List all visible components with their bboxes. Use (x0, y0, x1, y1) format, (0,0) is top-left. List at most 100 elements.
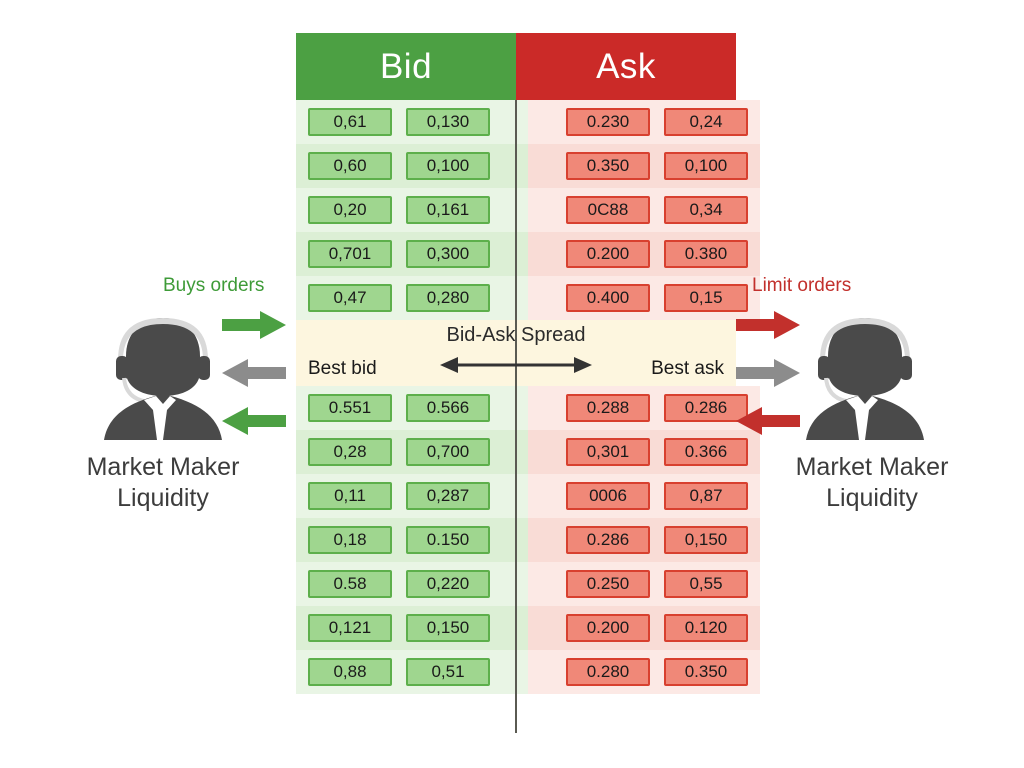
table-row: 0,88 0,51 0.280 0.350 (296, 650, 760, 694)
ask-cell[interactable]: 0,15 (664, 284, 748, 312)
ask-cell[interactable]: 0.286 (566, 526, 650, 554)
bid-row-cells: 0,61 0,130 (296, 100, 528, 144)
table-row: 0.58 0,220 0.250 0,55 (296, 562, 760, 606)
ask-cell[interactable]: 0.230 (566, 108, 650, 136)
ask-row-cells: 0C88 0,34 (528, 188, 760, 232)
ask-cell[interactable]: 0.286 (664, 394, 748, 422)
ask-cell[interactable]: 0,100 (664, 152, 748, 180)
ask-cell[interactable]: 0.350 (664, 658, 748, 686)
bid-cell[interactable]: 0,88 (308, 658, 392, 686)
market-maker-avatar-right (806, 318, 924, 440)
bid-row-cells: 0,11 0,287 (296, 474, 528, 518)
bid-cell[interactable]: 0,100 (406, 152, 490, 180)
ask-cell[interactable]: 0,24 (664, 108, 748, 136)
ask-cell[interactable]: 0.350 (566, 152, 650, 180)
ask-cell[interactable]: 0C88 (566, 196, 650, 224)
bid-cell[interactable]: 0,47 (308, 284, 392, 312)
bid-column-header: Bid (296, 33, 516, 100)
table-row: 0,11 0,287 0006 0,87 (296, 474, 760, 518)
bid-cell[interactable]: 0,161 (406, 196, 490, 224)
table-row: 0,60 0,100 0.350 0,100 (296, 144, 760, 188)
best-ask-label: Best ask (651, 358, 724, 379)
bid-cell[interactable]: 0,61 (308, 108, 392, 136)
ask-row-cells: 0.400 0,15 (528, 276, 760, 320)
left-green-arrow-left (222, 407, 286, 435)
buy-orders-arrow-right (222, 311, 286, 339)
limit-orders-arrow-right (736, 311, 800, 339)
upper-order-rows: 0,61 0,130 0.230 0,24 0,60 0,100 0.350 0,100 0,2… (296, 100, 760, 320)
table-row: 0,18 0.150 0.286 0,150 (296, 518, 760, 562)
ask-cell[interactable]: 0.366 (664, 438, 748, 466)
table-row: 0,701 0,300 0.200 0.380 (296, 232, 760, 276)
ask-cell[interactable]: 0.200 (566, 240, 650, 268)
table-row: 0.551 0.566 0.288 0.286 (296, 386, 760, 430)
bid-cell[interactable]: 0,20 (308, 196, 392, 224)
ask-cell[interactable]: 0.288 (566, 394, 650, 422)
ask-cell[interactable]: 0.120 (664, 614, 748, 642)
table-row: 0,28 0,700 0,301 0.366 (296, 430, 760, 474)
ask-cell[interactable]: 0,55 (664, 570, 748, 598)
spread-double-arrow (440, 357, 592, 373)
ask-row-cells: 0.286 0,150 (528, 518, 760, 562)
bid-row-cells: 0,60 0,100 (296, 144, 528, 188)
bid-cell[interactable]: 0,11 (308, 482, 392, 510)
bid-row-cells: 0,88 0,51 (296, 650, 528, 694)
table-row: 0,20 0,161 0C88 0,34 (296, 188, 760, 232)
left-caption-line1: Market Maker (86, 453, 240, 481)
ask-cell[interactable]: 0.250 (566, 570, 650, 598)
bid-cell[interactable]: 0,220 (406, 570, 490, 598)
ask-row-cells: 0.288 0.286 (528, 386, 760, 430)
bid-row-cells: 0,121 0,150 (296, 606, 528, 650)
ask-cell[interactable]: 0,301 (566, 438, 650, 466)
bid-cell[interactable]: 0,700 (406, 438, 490, 466)
bid-cell[interactable]: 0,18 (308, 526, 392, 554)
left-caption-line2: Liquidity (117, 484, 209, 512)
ask-row-cells: 0.350 0,100 (528, 144, 760, 188)
ask-cell[interactable]: 0,150 (664, 526, 748, 554)
bid-cell[interactable]: 0,701 (308, 240, 392, 268)
ask-cell[interactable]: 0006 (566, 482, 650, 510)
right-gray-arrow-right (736, 359, 800, 387)
table-row: 0,121 0,150 0.200 0.120 (296, 606, 760, 650)
ask-row-cells: 0.230 0,24 (528, 100, 760, 144)
ask-cell[interactable]: 0,34 (664, 196, 748, 224)
bid-row-cells: 0,18 0.150 (296, 518, 528, 562)
bid-cell[interactable]: 0,51 (406, 658, 490, 686)
right-caption-line1: Market Maker (795, 453, 949, 481)
bid-cell[interactable]: 0,60 (308, 152, 392, 180)
bid-cell[interactable]: 0,150 (406, 614, 490, 642)
bid-cell[interactable]: 0,300 (406, 240, 490, 268)
ask-row-cells: 0.280 0.350 (528, 650, 760, 694)
bid-cell[interactable]: 0,287 (406, 482, 490, 510)
ask-row-cells: 0,301 0.366 (528, 430, 760, 474)
ask-row-cells: 0.200 0.380 (528, 232, 760, 276)
ask-cell[interactable]: 0.380 (664, 240, 748, 268)
table-header-row: Bid Ask (296, 33, 736, 100)
bid-cell[interactable]: 0.150 (406, 526, 490, 554)
ask-row-cells: 0006 0,87 (528, 474, 760, 518)
bid-row-cells: 0.58 0,220 (296, 562, 528, 606)
ask-cell[interactable]: 0.280 (566, 658, 650, 686)
ask-row-cells: 0.200 0.120 (528, 606, 760, 650)
buys-orders-label: Buys orders (163, 275, 265, 296)
table-row: 0,61 0,130 0.230 0,24 (296, 100, 760, 144)
ask-cell[interactable]: 0.200 (566, 614, 650, 642)
market-maker-avatar-left (104, 318, 222, 440)
center-divider (515, 100, 517, 733)
bid-row-cells: 0,47 0,280 (296, 276, 528, 320)
bid-cell[interactable]: 0.551 (308, 394, 392, 422)
bid-cell[interactable]: 0.58 (308, 570, 392, 598)
bid-row-cells: 0.551 0.566 (296, 386, 528, 430)
ask-row-cells: 0.250 0,55 (528, 562, 760, 606)
right-caption-line2: Liquidity (826, 484, 918, 512)
bid-cell[interactable]: 0,28 (308, 438, 392, 466)
ask-cell[interactable]: 0.400 (566, 284, 650, 312)
left-gray-arrow-left (222, 359, 286, 387)
bid-cell[interactable]: 0,280 (406, 284, 490, 312)
bid-cell[interactable]: 0,130 (406, 108, 490, 136)
bid-cell[interactable]: 0.566 (406, 394, 490, 422)
bid-cell[interactable]: 0,121 (308, 614, 392, 642)
ask-cell[interactable]: 0,87 (664, 482, 748, 510)
